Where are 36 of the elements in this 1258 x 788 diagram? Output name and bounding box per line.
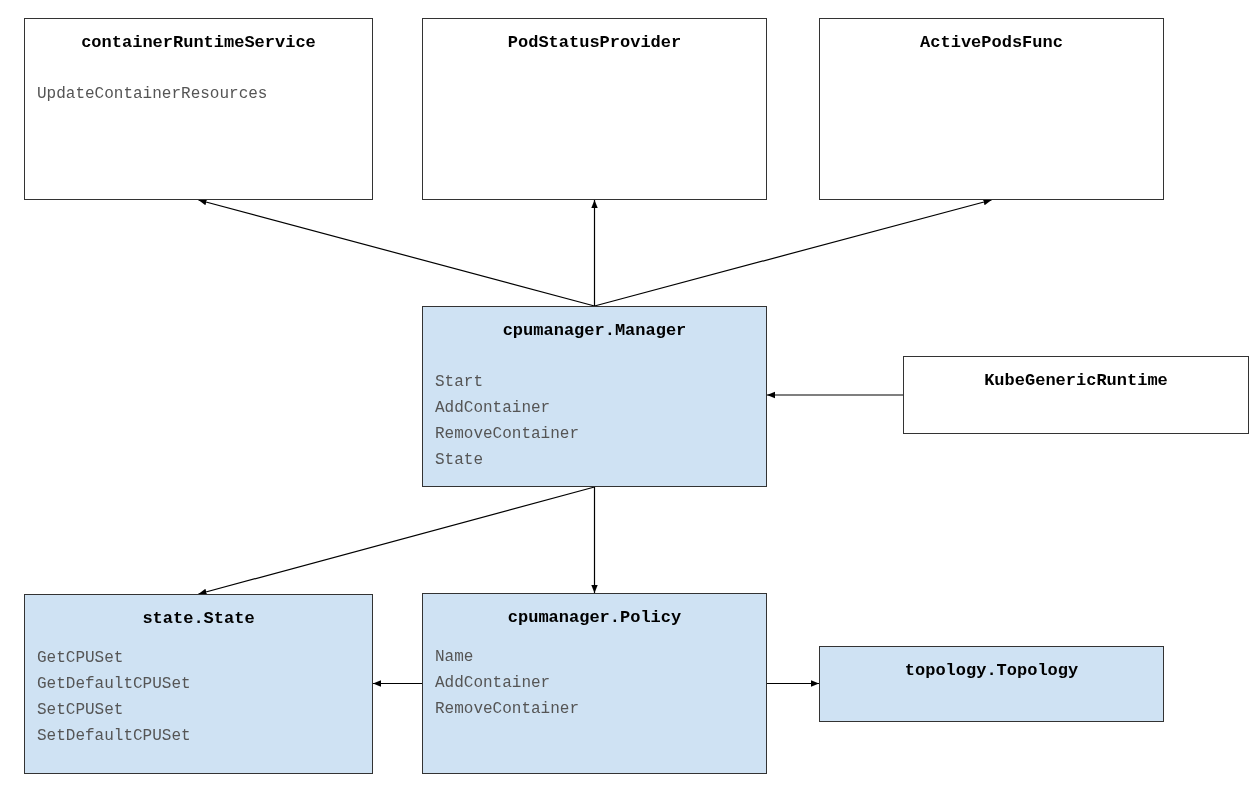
arrow xyxy=(766,680,820,687)
class-name: cpumanager.Manager xyxy=(501,321,688,340)
method-name: SetDefaultCPUSet xyxy=(37,726,191,747)
method-name: UpdateContainerResources xyxy=(37,84,268,105)
method-name: GetDefaultCPUSet xyxy=(37,674,191,695)
class-name: state.State xyxy=(141,609,256,628)
class-box xyxy=(24,18,373,200)
class-box xyxy=(24,594,373,774)
method-name: Name xyxy=(435,647,474,668)
class-name: topology.Topology xyxy=(903,661,1080,680)
class-name: PodStatusProvider xyxy=(506,33,683,52)
method-name: Start xyxy=(435,372,483,393)
class-box xyxy=(903,356,1249,434)
method-name: SetCPUSet xyxy=(37,700,124,721)
method-name: AddContainer xyxy=(435,673,551,694)
arrow xyxy=(372,680,423,687)
class-name: cpumanager.Policy xyxy=(506,608,683,627)
class-box xyxy=(422,18,767,200)
method-name: GetCPUSet xyxy=(37,648,124,669)
class-name: containerRuntimeService xyxy=(80,33,317,52)
class-box xyxy=(819,18,1164,200)
arrow xyxy=(593,198,993,307)
class-box xyxy=(819,646,1164,722)
class-box xyxy=(422,306,767,487)
method-name: RemoveContainer xyxy=(435,699,580,720)
arrow xyxy=(591,199,598,307)
method-name: RemoveContainer xyxy=(435,424,580,445)
arrow xyxy=(591,486,598,594)
method-name: AddContainer xyxy=(435,398,551,419)
arrow xyxy=(766,391,904,399)
arrow xyxy=(197,486,596,595)
arrow xyxy=(197,199,596,307)
class-name: KubeGenericRuntime xyxy=(983,371,1169,390)
class-name: ActivePodsFunc xyxy=(919,33,1064,52)
method-name: State xyxy=(435,450,483,471)
class-box xyxy=(422,593,767,774)
